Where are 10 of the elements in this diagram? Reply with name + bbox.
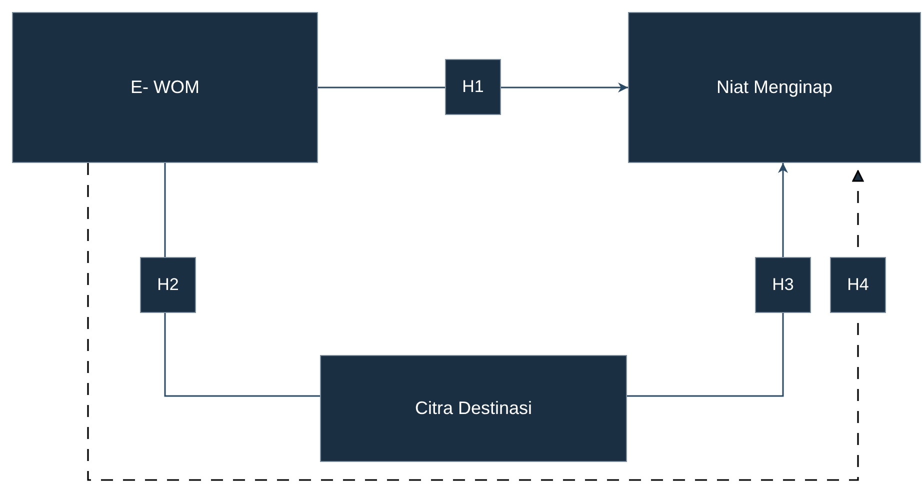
edge-label: H2: [140, 257, 196, 313]
box-label: E- WOM: [130, 77, 200, 98]
edge-label: H3: [755, 257, 811, 313]
box-label: Citra Destinasi: [414, 398, 532, 419]
box-label: Niat Menginap: [716, 77, 833, 98]
process-box: [12, 12, 318, 163]
process-box: [628, 12, 921, 163]
edge-label: H1: [445, 59, 501, 115]
edge-label: H4: [830, 257, 886, 313]
process-box: [320, 355, 627, 462]
